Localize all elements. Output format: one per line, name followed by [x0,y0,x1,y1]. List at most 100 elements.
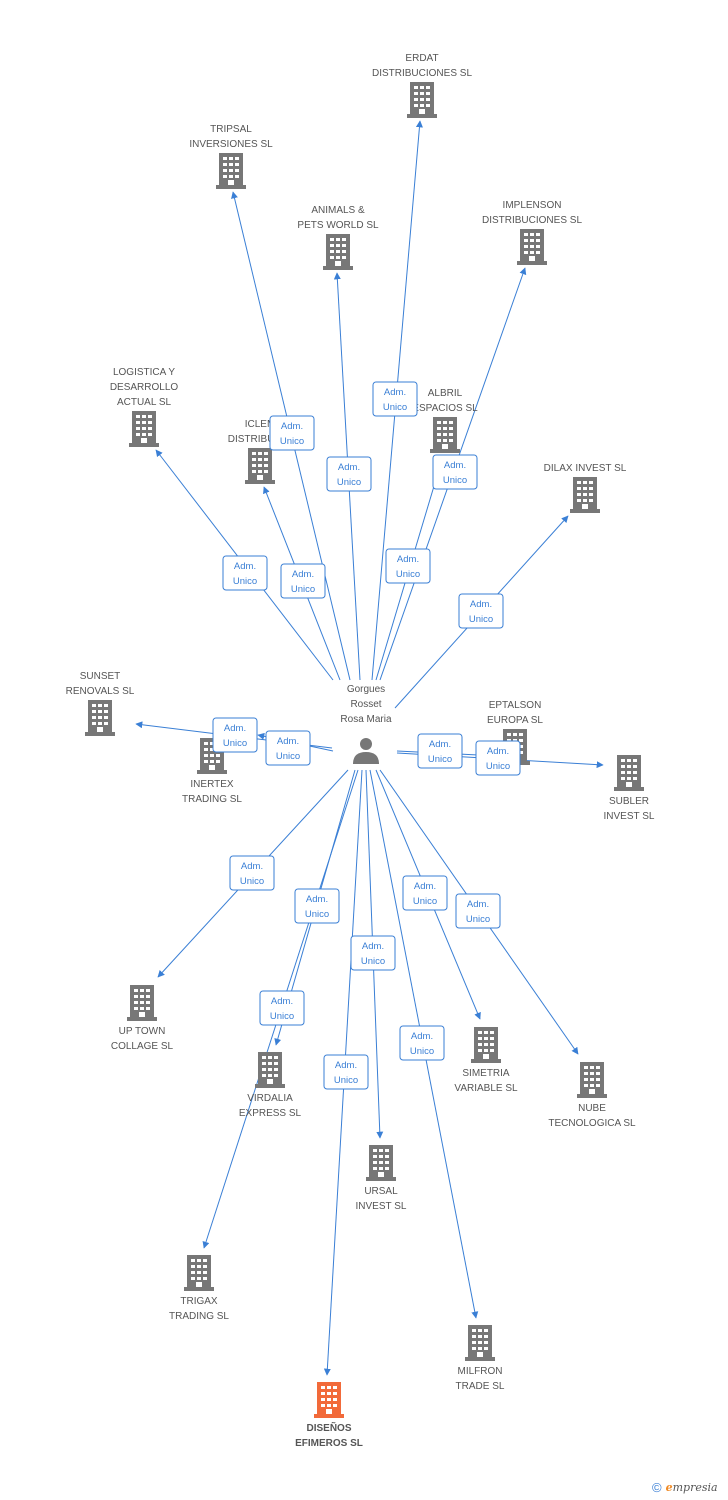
building-icon [323,234,353,270]
edge-label-sunset[interactable]: Adm.Unico [212,717,258,753]
company-label: IMPLENSON [503,200,562,211]
edge-label-text: Adm. [467,899,489,910]
edge-label-logistica[interactable]: Adm.Unico [222,555,268,591]
edge-label-text: Unico [466,914,490,925]
edge-label-text: Adm. [281,421,303,432]
company-label: EXPRESS SL [239,1108,302,1119]
edge-label-text: Unico [291,584,315,595]
edge-label-tripsal[interactable]: Adm.Unico [269,415,315,451]
edge-label-text: Adm. [292,569,314,580]
edge-label-subler[interactable]: Adm. Unico [475,740,521,776]
company-label: NUBE [578,1103,606,1114]
person-icon [353,738,379,764]
edge-label-trigax[interactable]: Adm.Unico [259,990,305,1026]
edge-label-text: Unico [276,751,300,762]
company-node-dilax[interactable]: DILAX INVEST SL [544,463,627,513]
person-label: Rosa Maria [340,714,392,725]
edge-label-text: Adm. [470,599,492,610]
person-label: Gorgues [347,684,385,695]
company-node-iclem[interactable]: ICLEM DISTRIBUCIO [228,419,293,484]
edge-label-nube[interactable]: Adm. Unico [455,893,501,929]
edge-label-eptalson[interactable]: Adm.Unico [417,733,463,769]
company-label: SIMETRIA [462,1068,510,1079]
company-node-virdalia[interactable]: VIRDALIA EXPRESS SL [239,1052,302,1119]
company-label: PETS WORLD SL [297,220,379,231]
edge-label-erdat[interactable]: Adm.Unico [372,381,418,417]
edge-labels-layer: Adm.UnicoAdm.UnicoAdm.UnicoAdm.UnicoAdm.… [212,381,521,1090]
company-node-ursal[interactable]: URSAL INVEST SL [356,1145,407,1212]
building-icon [430,417,460,453]
edge-label-text: Adm. [306,894,328,905]
building-icon [366,1145,396,1181]
building-icon [465,1325,495,1361]
edge-label-virdalia[interactable]: Adm.Unico [294,888,340,924]
edge-label-simetria[interactable]: Adm.Unico [402,875,448,911]
building-icon [127,985,157,1021]
company-label: TRIGAX [180,1296,218,1307]
company-label: COLLAGE SL [111,1041,174,1052]
edge-label-text: Adm. [224,723,246,734]
edge-label-iclem[interactable]: Adm. Unico [280,563,326,599]
edge-label-text: Unico [337,477,361,488]
company-label: TECNOLOGICA SL [548,1118,636,1129]
company-label: TRADING SL [182,794,242,805]
company-node-logistica[interactable]: LOGISTICA Y DESARROLLO ACTUAL SL [110,367,179,447]
edge-label-text: Adm. [411,1031,433,1042]
edge-label-albril[interactable]: Adm.Unico [432,454,478,490]
empresia-logo: empresia [665,1481,718,1494]
building-icon [471,1027,501,1063]
edge-label-text: Adm. [384,387,406,398]
edge-label-text: Unico [469,614,493,625]
company-node-uptown[interactable]: UP TOWN COLLAGE SL [111,985,174,1052]
company-label: ERDAT [405,53,438,64]
company-node-animals[interactable]: ANIMALS &PETS WORLD SL [297,205,379,270]
company-node-nube[interactable]: NUBE TECNOLOGICA SL [548,1062,636,1129]
edge-label-text: Unico [413,896,437,907]
edge-label-text: Unico [486,761,510,772]
edge-label-text: Adm. [338,462,360,473]
edge-label-disenos[interactable]: Adm.Unico [323,1054,369,1090]
edge-label-uptown[interactable]: Adm.Unico [229,855,275,891]
edge-label-ursal[interactable]: Adm.Unico [350,935,396,971]
company-label: UP TOWN [119,1026,166,1037]
company-label: DESARROLLO [110,382,179,393]
edge-label-text: Adm. [362,941,384,952]
edge-label-dilax[interactable]: Adm. Unico [458,593,504,629]
edge-label-text: Adm. [487,746,509,757]
edge-label-text: Unico [233,576,257,587]
edge-label-text: Unico [443,475,467,486]
edge-label-text: Adm. [241,861,263,872]
copyright-icon: © [652,1480,662,1495]
building-icon [570,477,600,513]
company-label: URSAL [364,1186,398,1197]
company-label: ICLEM [245,419,276,430]
company-label: SUNSET [80,671,121,682]
edge-label-milfron[interactable]: Adm.Unico [399,1025,445,1061]
person-label: Rosset [350,699,381,710]
edge-label-animals[interactable]: Adm. Unico [326,456,372,492]
edge-label-text: Adm. [397,554,419,565]
edge-label-inertex[interactable]: Adm.Unico [265,730,311,766]
company-label: ACTUAL SL [117,397,172,408]
building-icon [577,1062,607,1098]
company-label: VIRDALIA [247,1093,293,1104]
company-label: DISTRIBUCIO [228,434,293,445]
company-label: INVERSIONES SL [189,139,273,150]
company-label: LOGISTICA Y [113,367,175,378]
company-label: ESPACIOS SL [412,403,478,414]
company-label: INVEST SL [356,1201,407,1212]
edge-label-implenson[interactable]: Adm.Unico [385,548,431,584]
